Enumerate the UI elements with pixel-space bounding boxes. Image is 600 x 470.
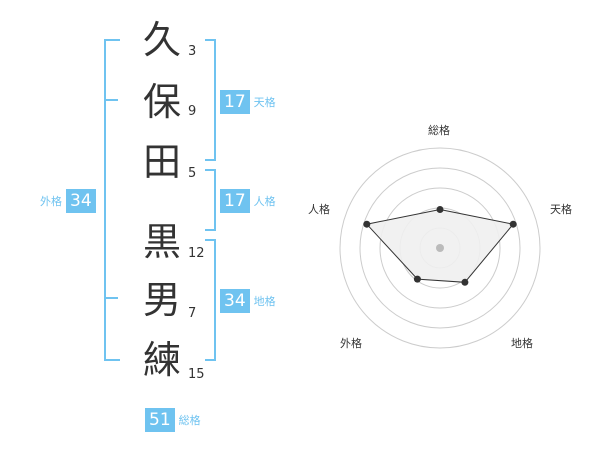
jinkaku-value: 17 <box>220 189 250 213</box>
radar-ring-3 <box>379 187 501 309</box>
radar-point-5 <box>363 220 371 228</box>
radar-point-4 <box>413 275 421 283</box>
radar-point-1 <box>436 206 444 213</box>
radar-label-soukaku: 総格 <box>428 124 450 137</box>
radar-center-dot <box>436 244 444 252</box>
name-char-1: 久 <box>142 18 181 62</box>
radar-label-chikaku: 地格 <box>511 337 533 350</box>
jinkaku-badge: 17 人格 <box>220 189 276 213</box>
radar-label-gaikaku: 外格 <box>340 337 362 350</box>
chikaku-bracket <box>205 239 216 361</box>
jinkaku-label: 人格 <box>253 195 276 208</box>
name-char-4: 黒 <box>142 220 181 264</box>
gaikaku-label: 外格 <box>40 195 62 208</box>
jinkaku-bracket <box>205 169 216 231</box>
name-char-5: 男 <box>142 278 181 322</box>
stroke-count-1: 3 <box>188 44 197 59</box>
radar-ring-4 <box>359 167 521 329</box>
stroke-count-4: 12 <box>188 246 205 261</box>
name-char-6: 練 <box>142 338 181 382</box>
name-char-3: 田 <box>142 140 181 184</box>
tenkaku-badge: 17 天格 <box>220 90 276 114</box>
tenkaku-value: 17 <box>220 90 250 114</box>
radar-point-3 <box>461 278 469 286</box>
radar-label-jinkaku: 人格 <box>308 203 330 216</box>
stroke-count-3: 5 <box>188 166 197 181</box>
gaikaku-value: 34 <box>66 189 96 213</box>
soukaku-label: 総格 <box>178 414 201 427</box>
radar-point-2 <box>509 220 517 228</box>
stroke-count-2: 9 <box>188 104 197 119</box>
radar-points <box>363 206 517 286</box>
stroke-count-6: 15 <box>188 367 205 382</box>
tenkaku-bracket <box>205 39 216 161</box>
soukaku-value: 51 <box>145 408 175 432</box>
tenkaku-label: 天格 <box>253 96 276 109</box>
soukaku-badge: 51 総格 <box>145 408 201 432</box>
radar-ring-5 <box>339 147 541 349</box>
gaikaku-badge: 34 外格 <box>40 189 96 213</box>
chikaku-badge: 34 地格 <box>220 289 276 313</box>
name-char-2: 保 <box>142 80 181 124</box>
chikaku-label: 地格 <box>253 295 276 308</box>
gaikaku-bracket <box>104 39 120 361</box>
radar-label-tenkaku: 天格 <box>550 203 572 216</box>
stroke-count-5: 7 <box>188 306 197 321</box>
chikaku-value: 34 <box>220 289 250 313</box>
